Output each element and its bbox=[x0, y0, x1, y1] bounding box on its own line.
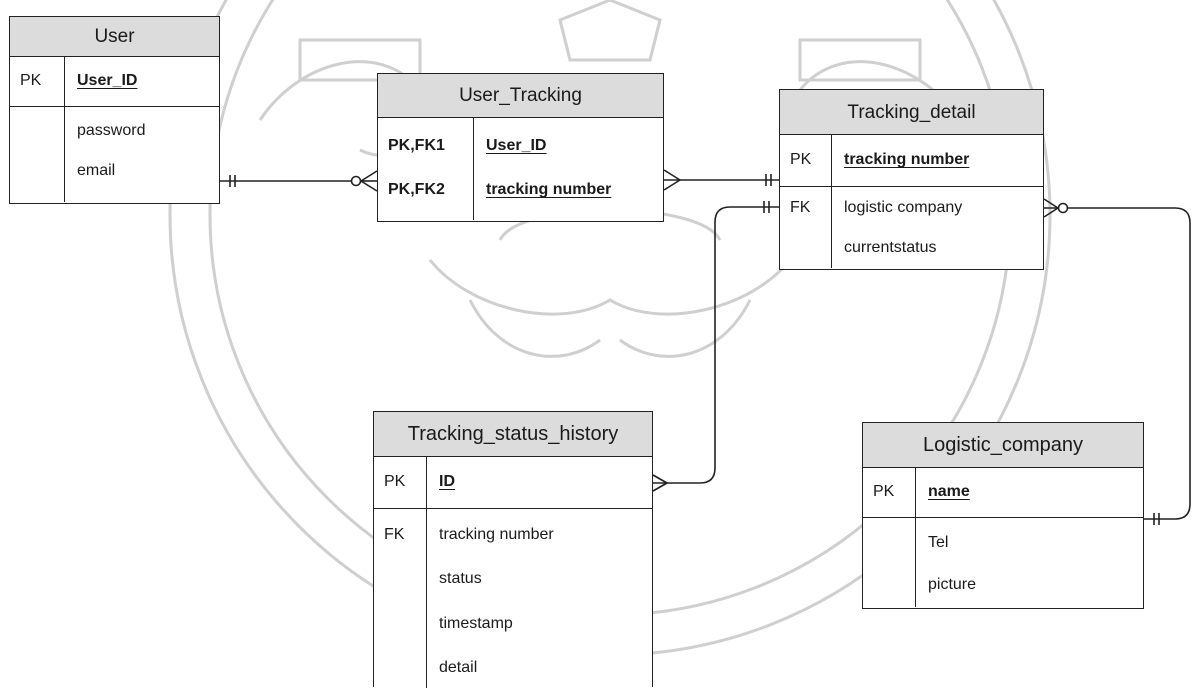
entity-tracking-detail[interactable]: Tracking_detail PK tracking number FK lo… bbox=[779, 89, 1044, 270]
entity-title: User bbox=[10, 17, 219, 57]
key-label: PK,FK1 bbox=[388, 137, 445, 154]
field-id: ID bbox=[439, 473, 455, 490]
key-label: PK bbox=[873, 483, 895, 500]
entity-title: User_Tracking bbox=[378, 74, 663, 118]
key-label: PK bbox=[790, 151, 812, 168]
field-password: password bbox=[77, 122, 146, 139]
field-currentstatus: currentstatus bbox=[844, 239, 937, 256]
key-label: PK bbox=[20, 72, 42, 89]
field-tracking-number: tracking number bbox=[486, 181, 612, 198]
field-name: name bbox=[928, 483, 970, 500]
field-user-id: User_ID bbox=[486, 137, 547, 154]
entity-title: Logistic_company bbox=[863, 423, 1143, 468]
key-label: PK bbox=[384, 473, 406, 490]
field-picture: picture bbox=[928, 576, 977, 593]
entity-user-tracking[interactable]: User_Tracking PK,FK1 PK,FK2 User_ID trac… bbox=[377, 73, 664, 222]
rel-trackingdetail-logistic bbox=[1044, 207, 1191, 520]
field-tel: Tel bbox=[928, 534, 949, 551]
field-detail: detail bbox=[439, 659, 478, 676]
field-email: email bbox=[77, 162, 116, 179]
entity-tracking-status-history[interactable]: Tracking_status_history PK ID FK trackin… bbox=[373, 411, 653, 688]
key-label: FK bbox=[384, 526, 405, 543]
rel-tsh-trackingdetail bbox=[653, 206, 779, 484]
field-user-id: User_ID bbox=[77, 72, 138, 89]
entity-user[interactable]: User PK User_ID password email bbox=[9, 16, 220, 204]
field-logistic-company: logistic company bbox=[844, 199, 963, 216]
entity-logistic-company[interactable]: Logistic_company PK name Tel picture bbox=[862, 422, 1144, 609]
entity-title: Tracking_status_history bbox=[374, 412, 652, 457]
field-status: status bbox=[439, 570, 482, 587]
key-label: PK,FK2 bbox=[388, 181, 445, 198]
field-timestamp: timestamp bbox=[439, 614, 513, 632]
entity-title: Tracking_detail bbox=[780, 90, 1043, 135]
field-tracking-number: tracking number bbox=[439, 526, 554, 543]
field-tracking-number: tracking number bbox=[844, 151, 970, 168]
key-label: FK bbox=[790, 199, 811, 216]
